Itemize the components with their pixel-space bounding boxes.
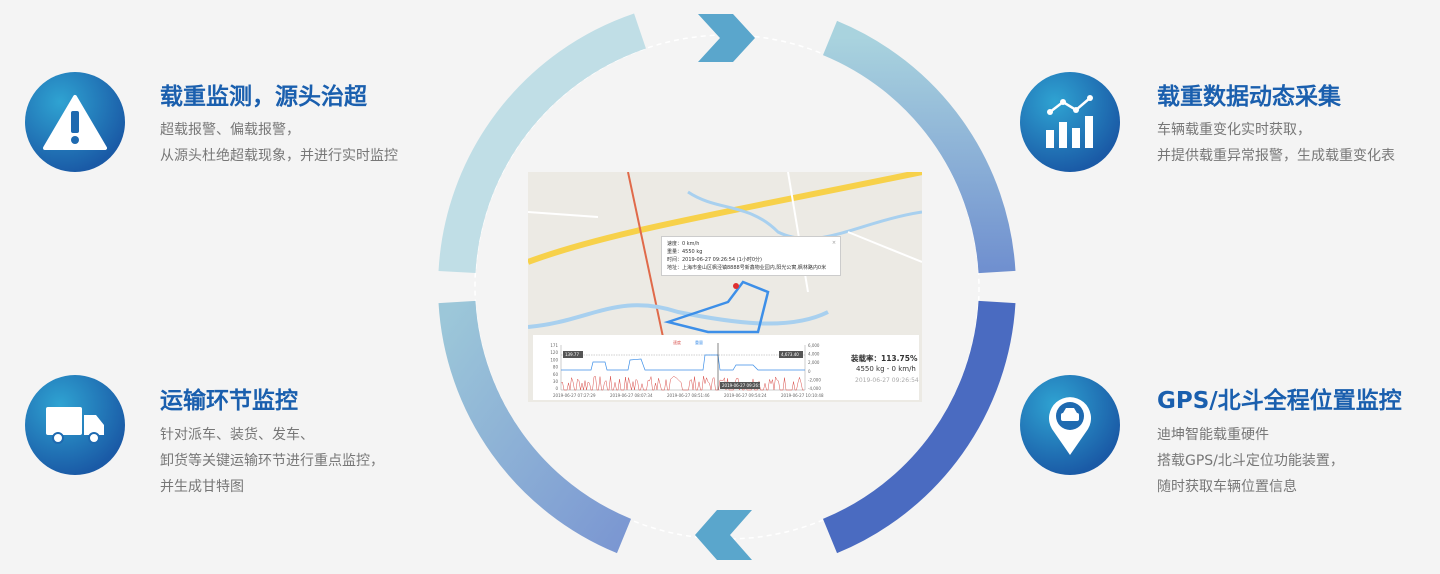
right-marker-bg	[779, 351, 803, 358]
speed-series	[560, 376, 804, 391]
left-marker: 139.77	[565, 352, 579, 357]
left-marker-bg	[563, 351, 583, 358]
right-tick: 2,000	[808, 360, 820, 365]
left-tick: 60	[553, 372, 559, 377]
chevron-right-icon	[698, 14, 755, 62]
legend-speed: 速度	[673, 339, 681, 345]
left-tick: 0	[555, 386, 558, 391]
chart-timestamp: 2019-06-27 09:26:54	[855, 377, 919, 384]
right-tick: -4,000	[808, 386, 821, 391]
feature-desc-data: 车辆载重变化实时获取，并提供载重异常报警，生成载重变化表	[1157, 122, 1395, 164]
feature-desc-gps: 迪坤智能载重硬件搭载GPS/北斗定位功能装置，随时获取车辆位置信息	[1157, 427, 1344, 495]
feature-title-gps: GPS/北斗全程位置监控	[1157, 388, 1402, 414]
ring-arc-bottom-right	[822, 300, 1016, 554]
load-rate: 装载率：113.75%	[851, 354, 918, 363]
map-roads	[528, 172, 922, 338]
left-tick: 30	[553, 379, 559, 384]
feature-title-overload: 载重监测，源头治超	[160, 84, 367, 110]
x-tick: 2019-06-27 08:07:34	[610, 393, 653, 398]
location-car-icon	[1020, 375, 1120, 475]
close-icon[interactable]: ×	[831, 240, 837, 246]
chevron-left-icon	[695, 510, 752, 560]
left-tick: 80	[553, 365, 559, 370]
left-tick: 171	[550, 343, 558, 348]
ring-arc-top-left	[438, 13, 647, 274]
right-tick: 0	[808, 369, 811, 374]
right-marker: 4,673.40	[781, 352, 799, 357]
warning-icon	[25, 72, 125, 172]
ring-arc-top-right	[822, 20, 1016, 274]
feature-desc-transport: 针对派车、装货、发车、卸货等关键运输环节进行重点监控，并生成甘特图	[160, 427, 384, 495]
weight-speed: 4550 kg - 0 km/h	[856, 365, 916, 373]
right-tick: 4,000	[808, 352, 820, 357]
truck-icon	[25, 375, 125, 475]
feature-title-transport: 运输环节监控	[160, 388, 298, 414]
x-tick: 2019-06-27 09:54:24	[724, 393, 767, 398]
x-tick: 2019-06-27 08:51:46	[667, 393, 710, 398]
weight-series	[561, 354, 805, 371]
legend-weight: 重量	[695, 339, 703, 345]
load-speed-chart: 171 120 100 80 60 30 0 6,000 4,000 2,000 0 -2,000 -4…	[533, 335, 919, 400]
feature-desc-overload: 超载报警、偏载报警，从源头杜绝超载现象，并进行实时监控	[160, 122, 398, 164]
x-tick: 2019-06-27 07:27:29	[553, 393, 596, 398]
left-tick: 100	[550, 357, 558, 362]
bar-chart-icon	[1020, 72, 1120, 172]
dashed-circle	[474, 34, 980, 540]
ring-arc-bottom-left	[438, 300, 632, 554]
x-tick: 2019-06-27 10:10:48	[781, 393, 824, 398]
cursor-label: 2019-06-27 09:26:54	[722, 383, 765, 388]
left-tick: 120	[550, 350, 558, 355]
cursor-label-bg	[720, 382, 760, 389]
feature-title-data: 载重数据动态采集	[1157, 84, 1341, 110]
right-tick: 6,000	[808, 343, 820, 348]
right-tick: -2,000	[808, 377, 821, 382]
